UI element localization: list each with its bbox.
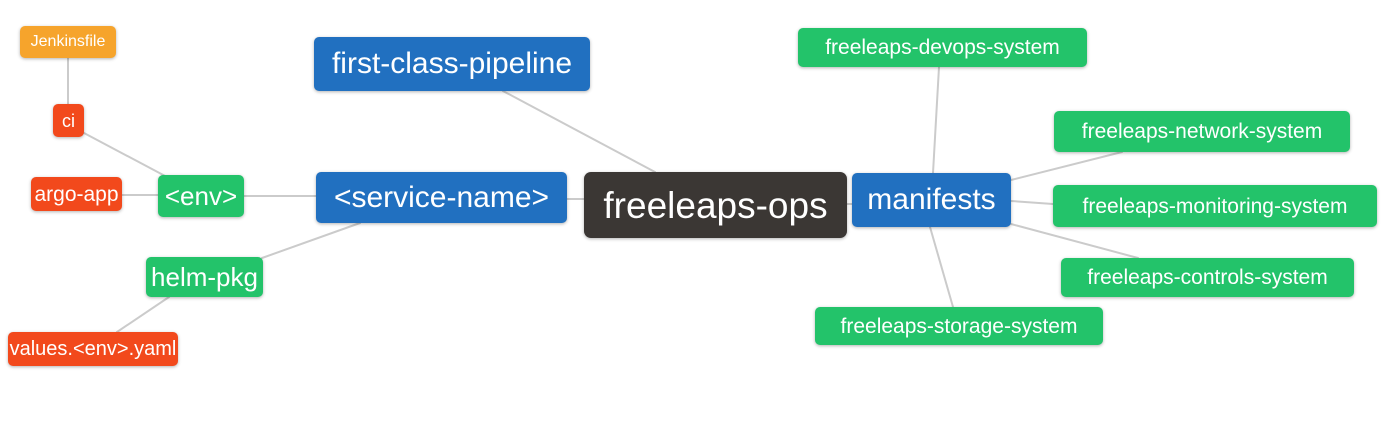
node-label: freeleaps-devops-system — [825, 36, 1060, 59]
node-argo-app[interactable]: argo-app — [31, 177, 122, 211]
node-label: ci — [62, 110, 75, 131]
node-service-name[interactable]: <service-name> — [316, 172, 567, 223]
node-label: freeleaps-ops — [603, 184, 828, 226]
node-label: manifests — [867, 183, 996, 216]
edge-manifests-to-freeleaps-network-system — [1010, 151, 1123, 181]
node-freeleaps-devops-system[interactable]: freeleaps-devops-system — [798, 28, 1087, 67]
edge-ci-to-env — [83, 132, 168, 178]
edge-manifests-to-freeleaps-controls-system — [1010, 223, 1139, 259]
node-label: helm-pkg — [151, 262, 258, 292]
node-label: values.<env>.yaml — [9, 338, 177, 360]
node-label: <service-name> — [333, 180, 550, 214]
node-freeleaps-monitoring-system[interactable]: freeleaps-monitoring-system — [1053, 185, 1377, 227]
edge-helm-pkg-to-values-env-yaml — [116, 296, 170, 333]
node-label: freeleaps-network-system — [1081, 120, 1323, 143]
node-label: freeleaps-monitoring-system — [1082, 194, 1348, 218]
node-ci[interactable]: ci — [53, 104, 84, 137]
node-label: argo-app — [34, 182, 119, 206]
node-freeleaps-ops[interactable]: freeleaps-ops — [584, 172, 847, 238]
edge-first-class-pipeline-to-freeleaps-ops — [502, 90, 656, 173]
node-freeleaps-controls-system[interactable]: freeleaps-controls-system — [1061, 258, 1354, 297]
node-freeleaps-network-system[interactable]: freeleaps-network-system — [1054, 111, 1350, 152]
edge-manifests-to-freeleaps-storage-system — [929, 226, 954, 308]
edge-service-name-to-helm-pkg — [261, 222, 361, 259]
node-jenkinsfile[interactable]: Jenkinsfile — [20, 26, 116, 58]
node-env[interactable]: <env> — [158, 175, 244, 217]
node-freeleaps-storage-system[interactable]: freeleaps-storage-system — [815, 307, 1103, 345]
edge-freeleaps-devops-system-to-manifests — [932, 66, 940, 174]
node-values-env-yaml[interactable]: values.<env>.yaml — [8, 332, 178, 366]
node-first-class-pipeline[interactable]: first-class-pipeline — [314, 37, 590, 91]
node-manifests[interactable]: manifests — [852, 173, 1011, 227]
node-label: first-class-pipeline — [331, 47, 573, 80]
node-label: <env> — [164, 181, 238, 211]
node-label: Jenkinsfile — [30, 33, 106, 50]
node-label: freeleaps-controls-system — [1087, 266, 1328, 289]
edge-manifests-to-freeleaps-monitoring-system — [1010, 200, 1054, 205]
node-helm-pkg[interactable]: helm-pkg — [146, 257, 263, 297]
node-label: freeleaps-storage-system — [840, 314, 1078, 338]
